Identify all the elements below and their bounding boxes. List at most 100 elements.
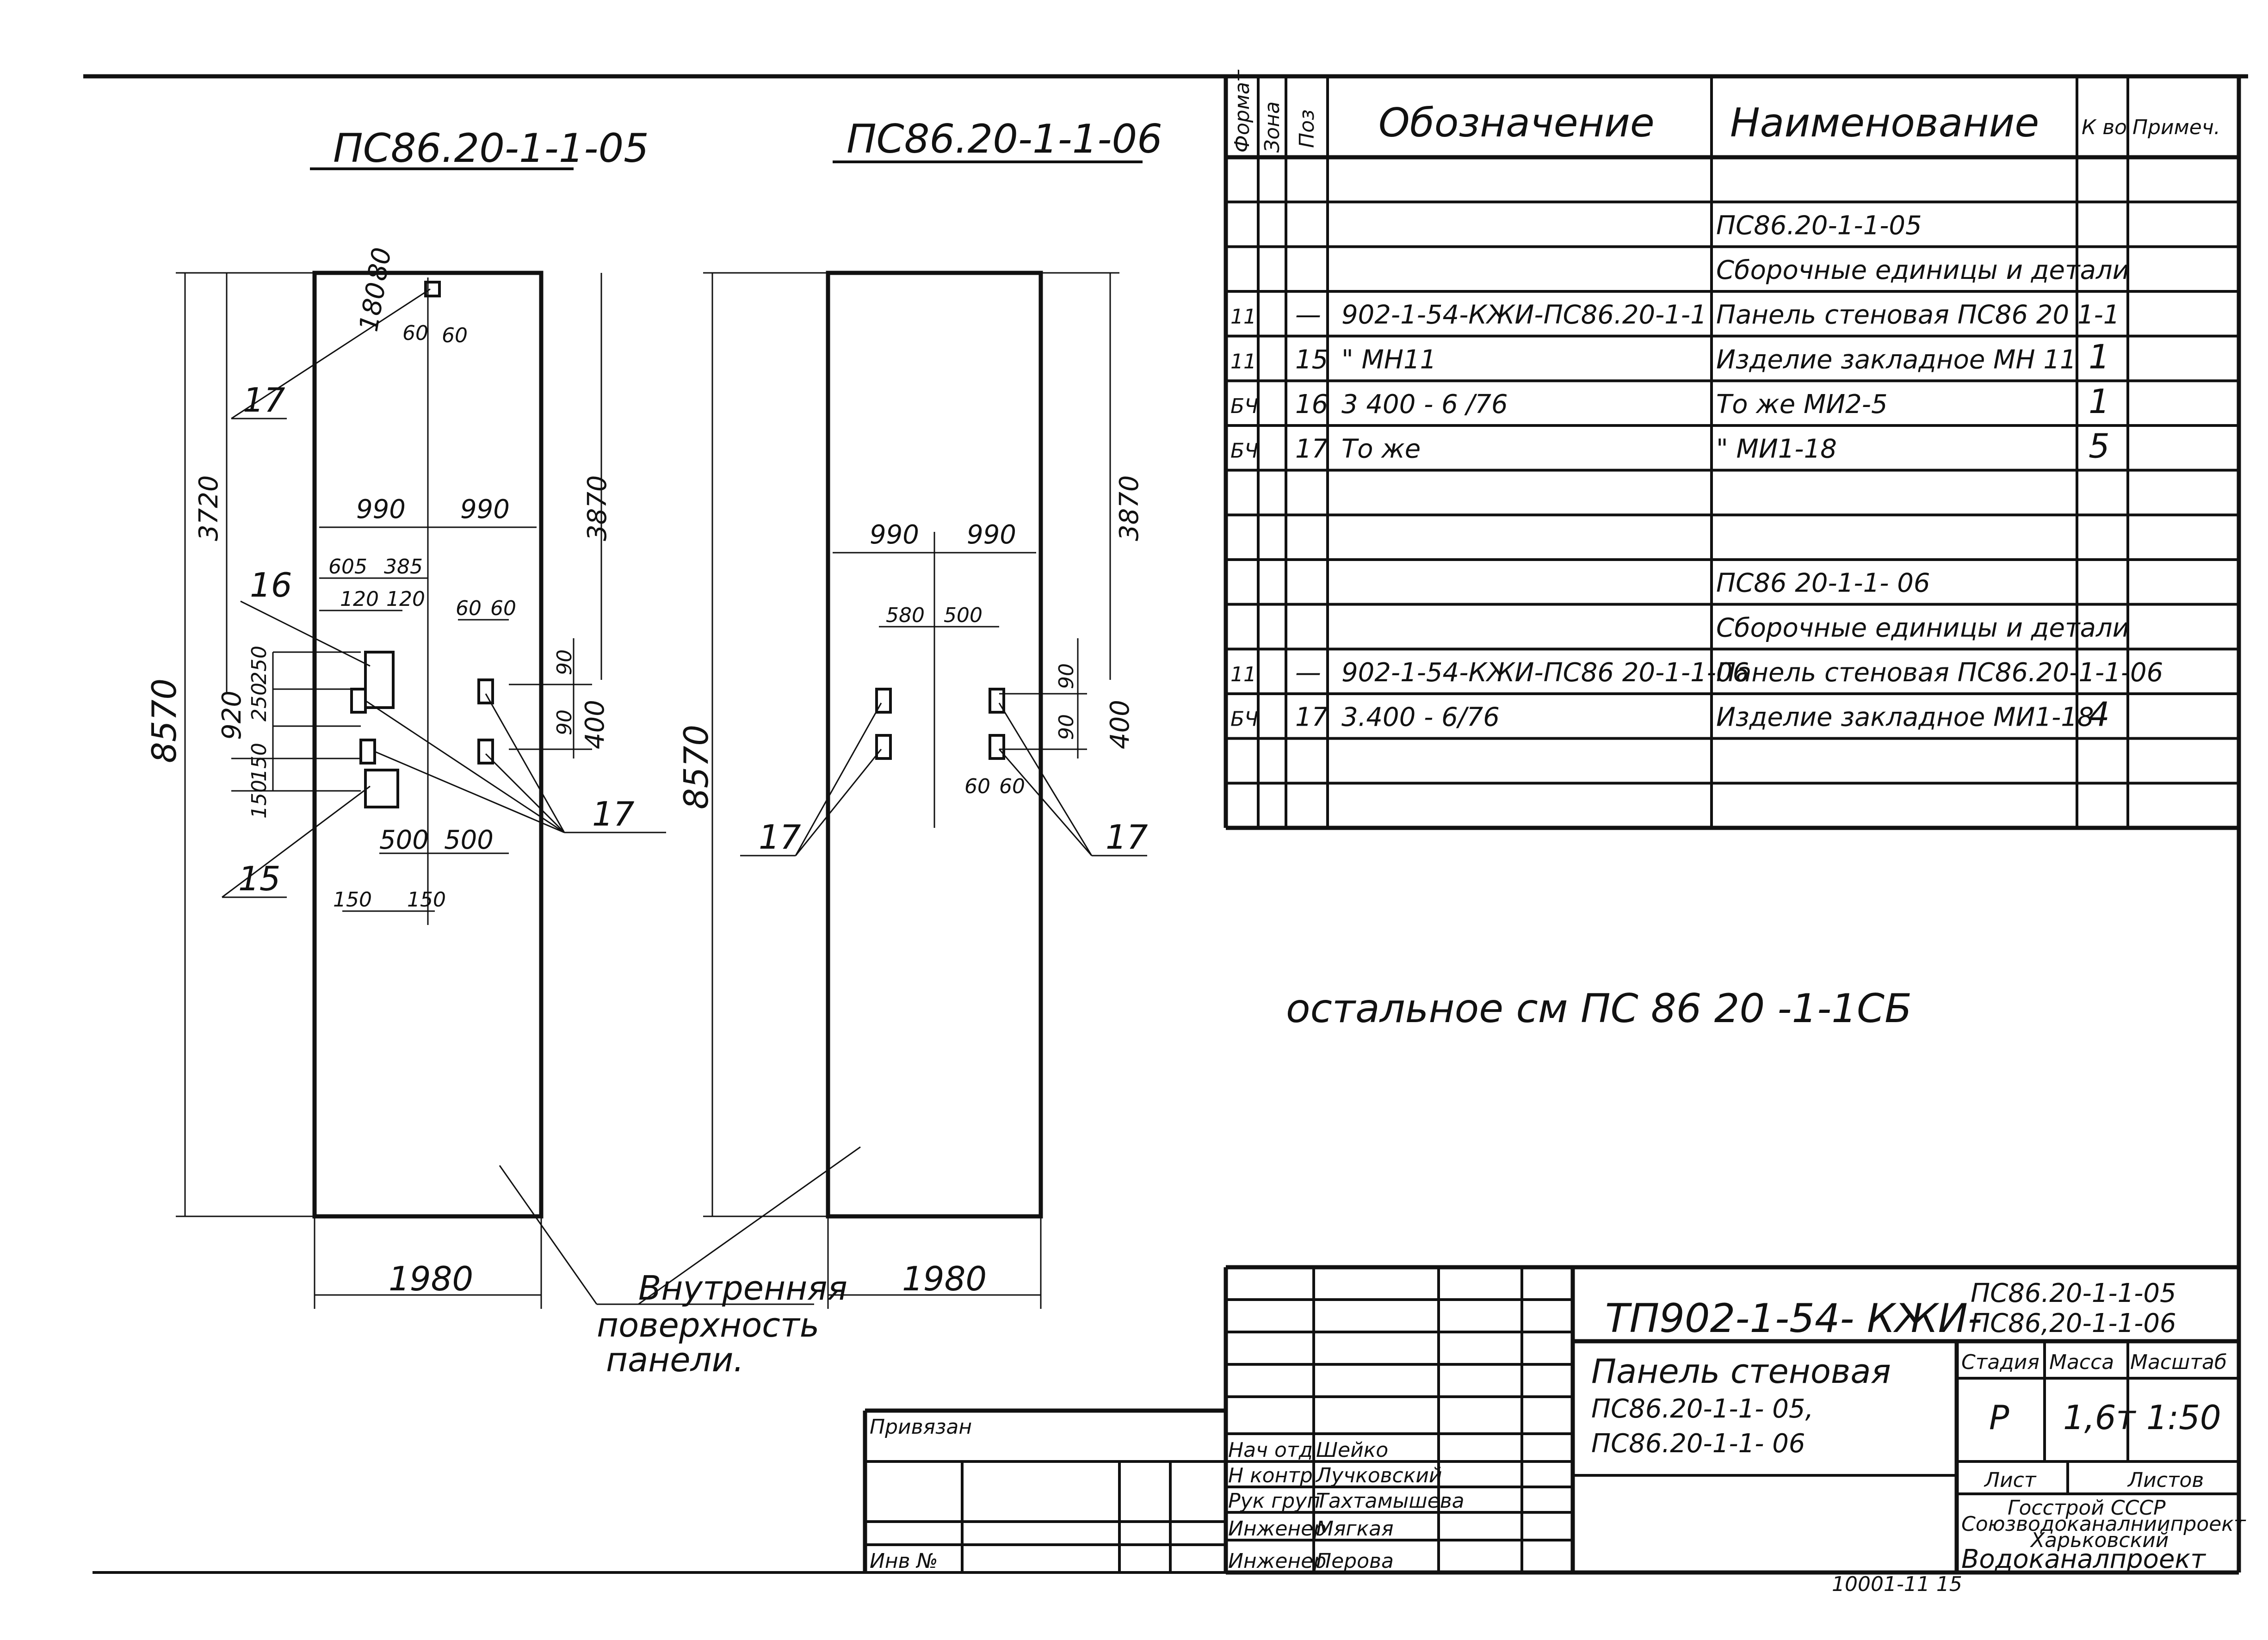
- left-part-16: [364, 651, 395, 709]
- tb-role: Рук груп: [1228, 1489, 1320, 1513]
- rdim-500: 500: [944, 604, 983, 627]
- dim-60b: 60: [442, 324, 468, 347]
- dim-60a: 60: [402, 321, 428, 345]
- tb-role: Нач отд: [1228, 1438, 1313, 1462]
- dim-400: 400: [580, 700, 610, 749]
- rdim-90a: 90: [1055, 663, 1078, 689]
- left-view: ПС86.20-1-1-05: [145, 125, 666, 1309]
- leader-17-d: [485, 753, 565, 833]
- spec-cell-designation: " МН11: [1341, 345, 1436, 375]
- rdim-990a: 990: [870, 520, 919, 550]
- surface-note-line-3: панели.: [606, 1340, 744, 1379]
- spec-cell-name: Панель стеновая ПС86.20-1-1-06: [1716, 658, 2163, 688]
- surface-leader-left: [499, 1165, 598, 1305]
- dim-60d: 60: [490, 597, 516, 620]
- left-view-title: ПС86.20-1-1-05: [333, 125, 649, 172]
- spec-cell-designation: То же: [1341, 434, 1421, 464]
- right-part-17-c: [989, 688, 1005, 714]
- spec-cell-pos: 17: [1295, 703, 1329, 733]
- dim-990a: 990: [356, 494, 406, 524]
- left-panel-outline: [312, 271, 544, 1219]
- tb-mass: 1,6т: [2063, 1398, 2137, 1437]
- tb-doc-variant-1: ПС86.20-1-1-05: [1971, 1278, 2176, 1308]
- dim-120b: 120: [386, 587, 425, 611]
- right-view-title: ПС86.20-1-1-06: [847, 116, 1162, 162]
- left-part-17-d: [477, 739, 494, 765]
- tb-name: Мягкая: [1316, 1517, 1394, 1541]
- tb-role: Инженер: [1228, 1549, 1326, 1573]
- dim-500b: 500: [444, 825, 494, 855]
- leader-17-c: [485, 693, 565, 833]
- dim-385: 385: [384, 555, 423, 579]
- tb-bound-label: Привязан: [870, 1415, 972, 1439]
- tb-title-line-2: ПС86.20-1-1- 05,: [1591, 1394, 1813, 1424]
- leader-17-a: [365, 700, 565, 833]
- spec-cell-format: БЧ: [1230, 439, 1258, 463]
- dim-8570: 8570: [145, 678, 184, 763]
- spec-cell-name: " МИ1-18: [1716, 434, 1837, 464]
- dim-250a: 250: [247, 646, 271, 684]
- rdim-8570: 8570: [677, 725, 716, 809]
- spec-cell-name: Панель стеновая ПС86 20 1-1: [1716, 300, 2120, 330]
- spec-cell-qty: 4: [2089, 695, 2110, 734]
- tb-title-line-3: ПС86.20-1-1- 06: [1591, 1429, 1805, 1459]
- spec-cell-name: То же МИ2-5: [1716, 389, 1888, 419]
- dim-150c: 150: [333, 888, 372, 912]
- spec-header-qty: К во: [2082, 116, 2127, 139]
- spec-cell-designation: 3.400 - 6/76: [1341, 703, 1500, 733]
- spec-cell-name: Сборочные единицы и детали: [1716, 613, 2129, 643]
- rcallout-17-left: 17: [759, 818, 801, 857]
- tb-name: Лучковский: [1315, 1464, 1442, 1487]
- spec-header-zone: Зона: [1261, 101, 1284, 153]
- dim-3720: 3720: [194, 475, 224, 541]
- spec-table: Формат Зона Поз Обозначение Наименование…: [1224, 69, 2239, 830]
- tb-doc-code: ТП902-1-54- КЖИ-: [1605, 1295, 1982, 1342]
- spec-cell-designation: 3 400 - 6 /76: [1341, 389, 1508, 419]
- tb-org-line-2: Союзводоканалниипроект: [1961, 1512, 2246, 1536]
- spec-cell-qty: 1: [2089, 337, 2110, 376]
- tb-role: Н контр: [1228, 1464, 1313, 1487]
- tb-mass-label: Масса: [2049, 1350, 2114, 1374]
- spec-cell-format: БЧ: [1230, 708, 1258, 731]
- left-part-17-b: [359, 739, 376, 765]
- spec-cell-name: Изделие закладное МИ1-18: [1716, 703, 2094, 733]
- tb-doc-variant-2: ПС86,20-1-1-06: [1971, 1308, 2176, 1338]
- rdim-90b: 90: [1055, 714, 1078, 740]
- spec-header-note: Примеч.: [2132, 116, 2220, 139]
- dim-90b: 90: [553, 709, 576, 735]
- dim-1980: 1980: [389, 1259, 473, 1298]
- spec-cell-pos: 16: [1295, 389, 1328, 419]
- dim-180: 180: [354, 280, 392, 334]
- tb-org-line-4: Водоканалпроект: [1961, 1544, 2206, 1574]
- rcallout-17-right: 17: [1106, 818, 1148, 857]
- rdim-3870: 3870: [1114, 475, 1144, 541]
- dim-990b: 990: [460, 494, 510, 524]
- dim-120a: 120: [340, 587, 379, 611]
- spec-cell-format: 11: [1230, 663, 1256, 686]
- spec-header-name: Наименование: [1730, 100, 2039, 146]
- tb-scale: 1:50: [2146, 1398, 2221, 1437]
- footer-code: 10001-11 15: [1832, 1572, 1962, 1596]
- spec-cell-format: 11: [1230, 350, 1256, 373]
- dim-3870: 3870: [582, 475, 612, 541]
- spec-cell-pos: 15: [1295, 345, 1328, 375]
- dim-150b: 150: [247, 780, 271, 819]
- spec-cell-name: ПС86 20-1-1- 06: [1716, 568, 1930, 598]
- surface-note-line-1: Внутренняя: [638, 1269, 847, 1307]
- tb-org-line-1: Госстрой СССР: [2008, 1496, 2166, 1520]
- spec-cell-pos: 17: [1295, 434, 1329, 464]
- tb-scale-label: Масштаб: [2130, 1350, 2227, 1374]
- tb-name: Шейко: [1316, 1438, 1388, 1462]
- right-part-17-b: [875, 734, 892, 760]
- spec-cell-pos: —: [1295, 300, 1321, 330]
- spec-cell-qty: 5: [2089, 427, 2110, 466]
- dim-150d: 150: [407, 888, 446, 912]
- leader-15: [222, 785, 371, 898]
- dim-150a: 150: [247, 743, 271, 782]
- spec-header-format: Формат: [1230, 69, 1254, 153]
- dim-80: 80: [362, 245, 397, 283]
